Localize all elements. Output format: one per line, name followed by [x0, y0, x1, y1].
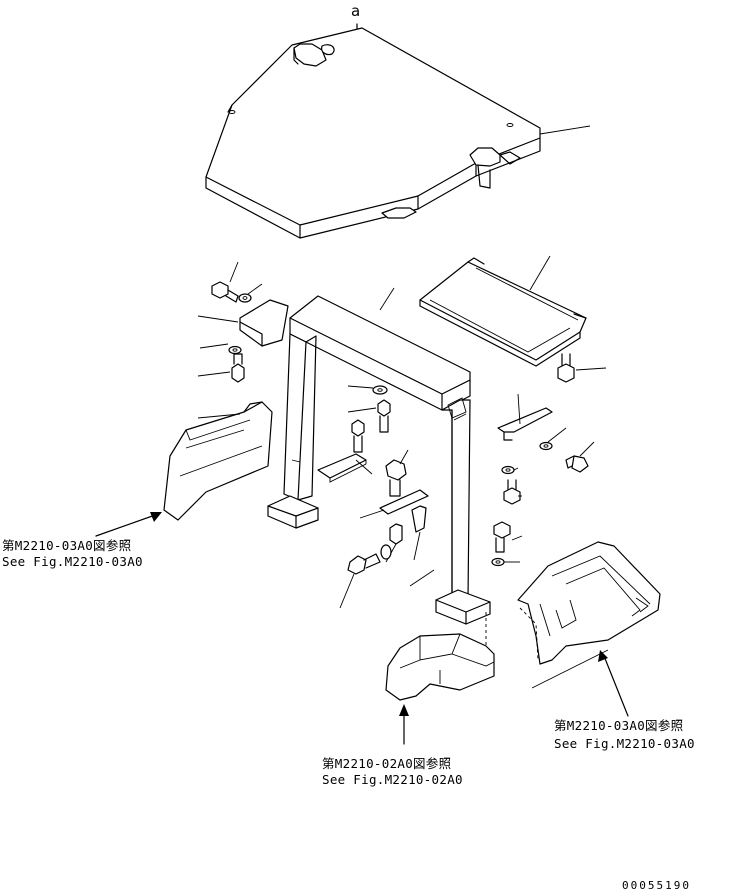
bolt	[557, 353, 575, 383]
leader-lbracket	[197, 315, 239, 323]
ref-label-left-2: See Fig.M2210-03A0	[2, 554, 143, 569]
view-marker-label: a	[351, 2, 361, 20]
ref-label-left-1: 第M2210-03A0図参照	[2, 538, 132, 553]
leader-washer2	[199, 343, 229, 349]
leader-washer4	[547, 427, 567, 443]
washer	[491, 557, 505, 567]
leader-bolt5	[339, 573, 355, 609]
leader-bolt4	[399, 449, 409, 465]
leader-bolt6	[579, 441, 595, 457]
washer	[228, 345, 242, 355]
leader-stand	[379, 287, 395, 311]
leader-bolt1	[229, 261, 239, 283]
leader-bolt9	[511, 535, 523, 541]
document-number: 00055190	[622, 879, 691, 892]
bolt	[231, 353, 245, 383]
leader-bolt3	[347, 407, 377, 413]
tray	[419, 257, 587, 367]
right-bracket	[497, 407, 553, 441]
leader-washer3	[347, 385, 374, 389]
ref-label-right-1: 第M2210-03A0図参照	[554, 718, 684, 733]
leader-rbracket	[517, 393, 521, 425]
ref-label-bottom-1: 第M2210-02A0図参照	[322, 756, 452, 771]
spacer-plate	[379, 489, 429, 515]
leader-clip2	[413, 531, 421, 561]
left-panel	[163, 401, 273, 521]
bolt	[377, 399, 391, 433]
left-bracket	[239, 299, 289, 347]
bottom-block	[385, 633, 495, 701]
washer	[238, 293, 252, 303]
leader-bolt2	[197, 371, 231, 377]
bolt	[351, 419, 365, 453]
ref-arrow-left	[95, 512, 162, 537]
leader-bolt7	[575, 367, 607, 371]
ref-label-bottom-2: See Fig.M2210-02A0	[322, 772, 463, 787]
washer	[372, 385, 388, 395]
bolt	[503, 479, 521, 505]
leader-tray	[529, 255, 551, 291]
ref-arrow-right	[598, 650, 629, 717]
leader-washer5	[513, 467, 519, 471]
leader-cover	[539, 125, 591, 135]
leader-stand2	[409, 569, 435, 587]
bolt	[493, 521, 511, 553]
leader-spacer1	[355, 459, 373, 475]
frame-stand	[267, 295, 491, 650]
leader-spacer2	[359, 509, 385, 519]
clip	[389, 505, 427, 545]
spacer-plate	[317, 453, 367, 483]
bolt	[211, 281, 239, 303]
bolt	[565, 455, 589, 473]
bolt	[347, 544, 392, 575]
bolt	[385, 459, 407, 497]
ref-label-right-2: See Fig.M2210-03A0	[554, 736, 695, 751]
right-panel	[517, 541, 661, 689]
ref-arrow-bottom	[399, 704, 409, 745]
cover-plate	[205, 27, 541, 239]
washer	[501, 465, 515, 475]
leader-lpanel	[197, 413, 241, 419]
washer	[539, 441, 553, 451]
leader-washer1	[247, 283, 263, 295]
